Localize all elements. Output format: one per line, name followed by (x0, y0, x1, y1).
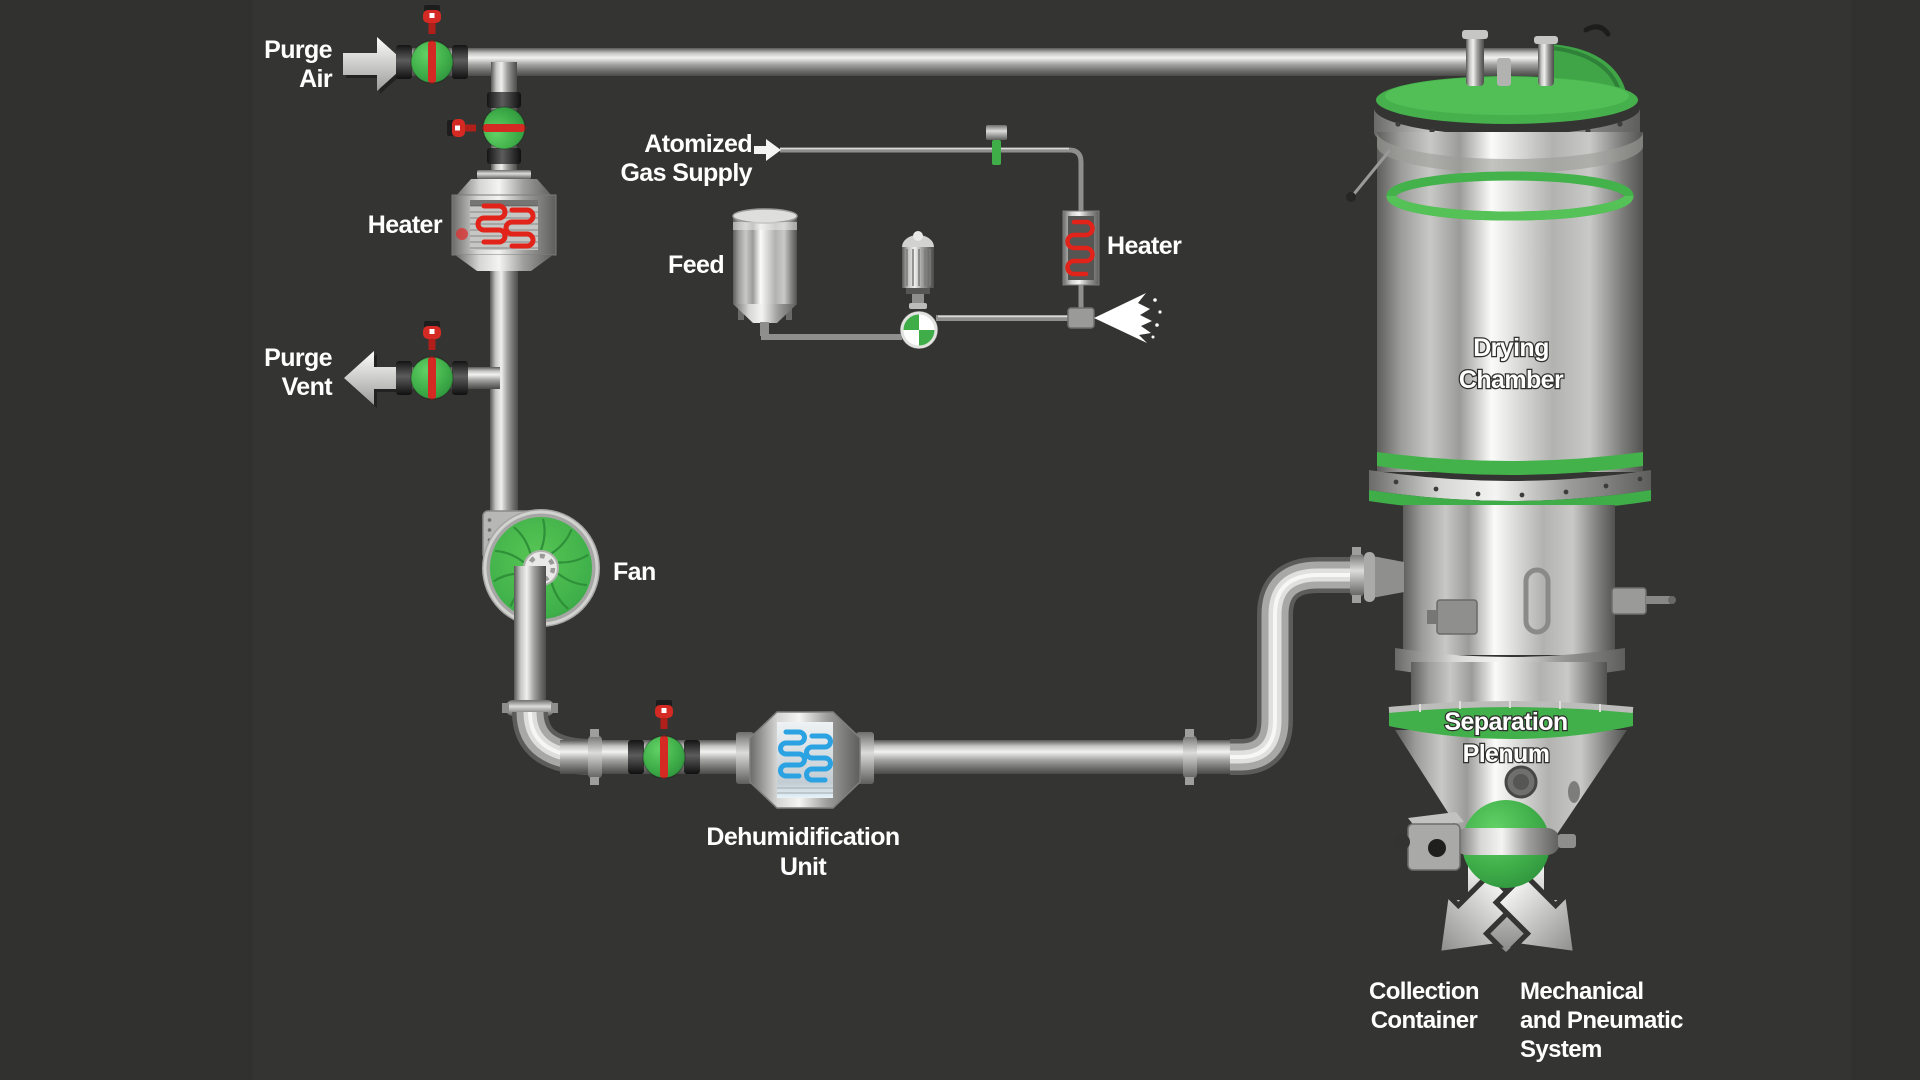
dehumid-grill (777, 787, 833, 794)
bottom-flange (1369, 470, 1651, 501)
dehumidification-label-2: Unit (780, 853, 827, 881)
feed-heater-label: Heater (1107, 232, 1182, 260)
purge-vent-label-1: Purge (264, 344, 333, 372)
collection-label-2: Container (1371, 1007, 1478, 1034)
mechanical-label-3: System (1520, 1036, 1602, 1063)
fan-label: Fan (613, 558, 656, 586)
mechanical-label-2: and Pneumatic (1520, 1007, 1683, 1034)
drying-chamber-vessel (1346, 24, 1676, 894)
riser-pipe (1230, 547, 1380, 775)
separation-plenum-label-2: Plenum (1463, 740, 1550, 768)
top-supply-pipe (398, 48, 1563, 76)
collection-label-1: Collection (1369, 978, 1479, 1005)
atomized-gas-line (780, 147, 1084, 210)
purge-vent-arrow-icon (344, 351, 411, 408)
main-heater (451, 170, 557, 271)
feed-line (761, 315, 1068, 340)
feed-tank (732, 208, 798, 336)
main-heater-label: Heater (368, 211, 443, 239)
plenum-upper-body (1403, 505, 1615, 655)
spray-nozzle (1067, 293, 1162, 343)
left-shade-band (0, 0, 253, 1080)
dehumidification-unit (736, 711, 874, 809)
lid-fittings (1462, 30, 1558, 86)
dehumid-coil-icon (778, 729, 833, 783)
plenum-green-band (1389, 704, 1633, 739)
feed-label: Feed (668, 251, 724, 279)
heater-coil-icon (475, 203, 536, 249)
purge-air-label-2: Air (299, 65, 333, 93)
purge-vent-label-2: Vent (282, 373, 334, 401)
chamber-body (1377, 132, 1643, 472)
atomized-gas-label-1: Atomized (644, 130, 752, 158)
green-band-lower (1377, 452, 1643, 475)
inlet-nozzle (1372, 556, 1404, 598)
purge-air-arrow-icon (343, 37, 410, 94)
gas-line-valve (986, 125, 1007, 165)
mechanical-label-1: Mechanical (1520, 978, 1643, 1005)
feed-heater (1062, 210, 1100, 310)
dehumidification-label-1: Dehumidification (706, 823, 899, 851)
labels: Purge Air Heater Purge Vent Atomized Gas… (264, 36, 1684, 1063)
sight-port (1523, 567, 1551, 635)
discharge-valve (1394, 800, 1576, 888)
drying-chamber-label-2: Chamber (1459, 366, 1564, 394)
atomized-gas-label-2: Gas Supply (620, 159, 752, 187)
feed-heater-coil-icon (1065, 219, 1095, 277)
gas-supply-arrow-icon (754, 139, 781, 161)
drying-chamber-label-1: Drying (1473, 334, 1549, 362)
valve-actuator (1394, 812, 1464, 871)
valve-clamp (1454, 828, 1560, 855)
heater-glow (456, 228, 468, 240)
purge-air-label-1: Purge (264, 36, 333, 64)
right-shade-band (1851, 0, 1920, 1080)
feed-pump (900, 231, 938, 349)
separation-plenum-label-1: Separation (1444, 708, 1567, 736)
spray-cone-icon (1094, 293, 1152, 343)
